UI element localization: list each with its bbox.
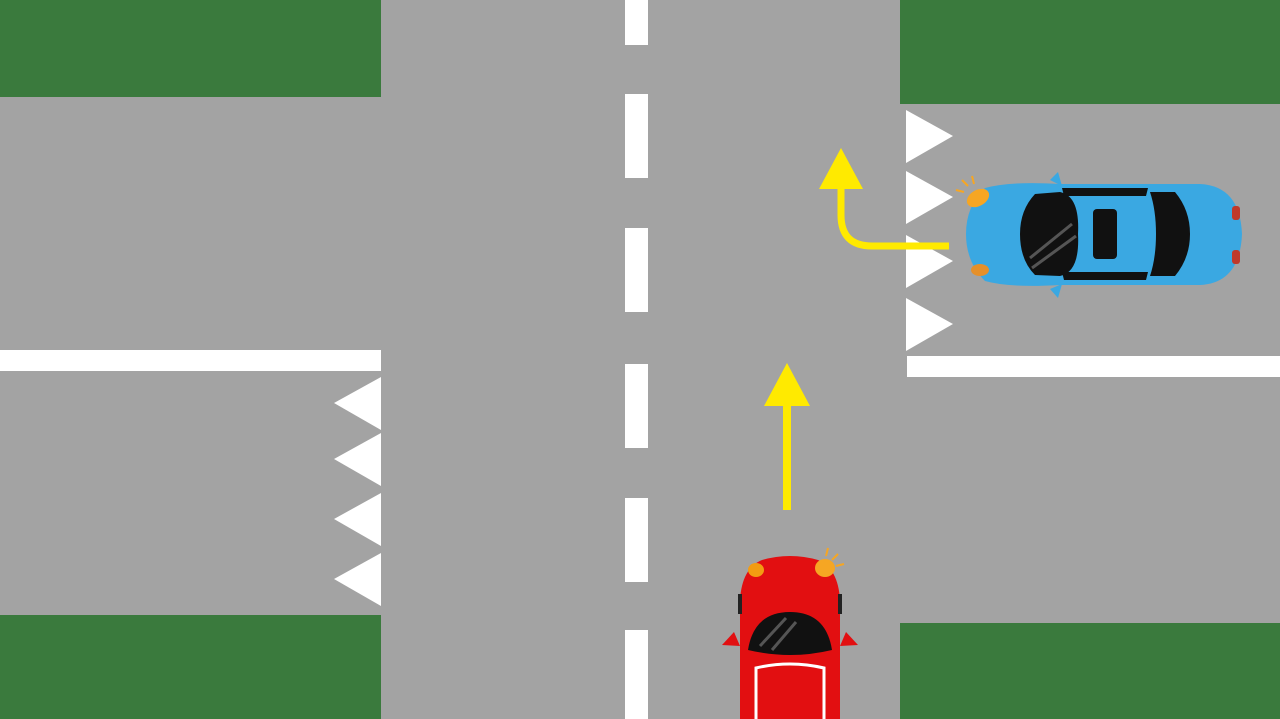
east-road-center-line <box>907 356 1280 377</box>
grass-bottom-right <box>900 623 1280 719</box>
arrow-turn-right-icon <box>819 148 949 250</box>
red-car <box>722 547 858 719</box>
triangle-icon <box>906 171 953 224</box>
triangle-icon <box>906 110 953 163</box>
red-car-indicator <box>748 547 845 577</box>
car-top-view-icon <box>966 172 1242 298</box>
blue-car <box>955 172 1242 298</box>
triangle-icon <box>334 553 381 606</box>
triangle-icon <box>334 377 381 430</box>
triangle-icon <box>334 433 381 486</box>
give-way-triangles-west <box>334 377 381 606</box>
west-road-center-line <box>0 350 381 371</box>
triangle-icon <box>334 493 381 546</box>
blue-car-indicator <box>955 175 990 276</box>
grass-top-left <box>0 0 381 97</box>
grass-top-right <box>900 0 1280 104</box>
triangle-icon <box>906 298 953 351</box>
center-dashed-line <box>625 0 648 719</box>
grass-bottom-left <box>0 615 381 719</box>
give-way-triangles-east <box>906 110 953 351</box>
car-top-view-icon <box>722 556 858 719</box>
arrow-up-icon <box>764 363 810 510</box>
